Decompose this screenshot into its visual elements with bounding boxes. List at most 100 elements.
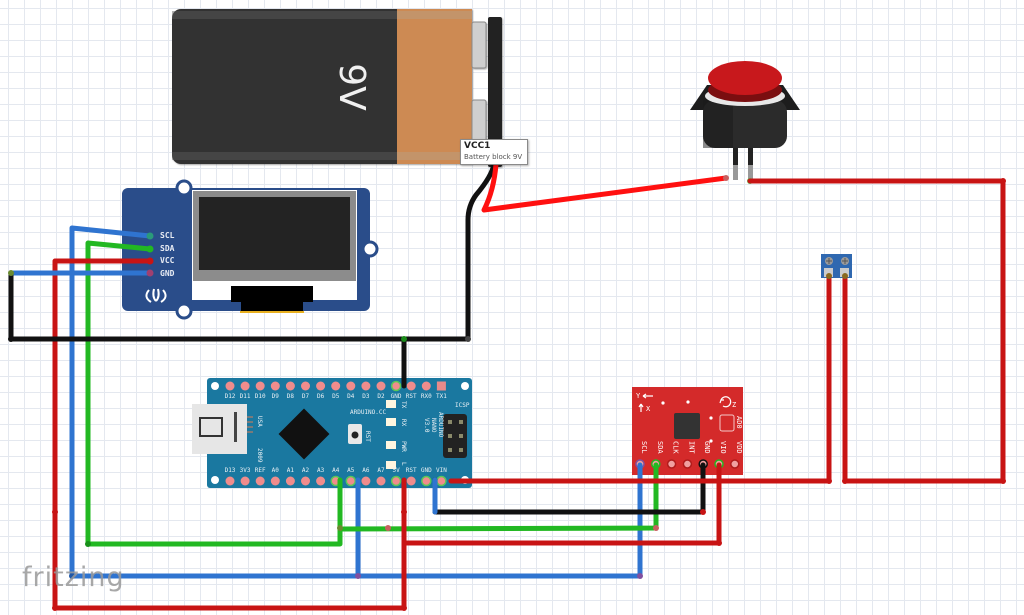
axis-label-z: Z [732, 401, 736, 409]
led-label-pwr: PWR [400, 441, 407, 452]
bottom-pin-a7[interactable] [376, 476, 386, 486]
tooltip-subtitle: Battery block 9V [464, 153, 523, 161]
top-pin-label: D5 [332, 393, 340, 400]
battery-9v[interactable]: 9V [172, 9, 502, 167]
battery-terminal-pos[interactable] [471, 21, 487, 69]
led-label-l: L [400, 462, 407, 466]
usb-connector [192, 404, 247, 454]
bottom-pin-a2[interactable] [301, 476, 310, 486]
top-pin-label: D3 [362, 393, 370, 400]
bottom-pin-3v3[interactable] [240, 476, 250, 486]
gyro-pin-label: VIO [719, 441, 727, 454]
bottom-pin-d13[interactable] [225, 476, 235, 486]
battery-label: 9V [331, 63, 372, 111]
top-pin-label: TX1 [436, 393, 447, 400]
top-pin-label: D11 [240, 393, 251, 400]
icsp-header [443, 414, 467, 458]
top-pin-rx0[interactable] [421, 381, 431, 391]
screw-terminal[interactable] [821, 254, 852, 278]
bottom-pin-ref[interactable] [255, 476, 265, 486]
usb-label: USA [256, 416, 263, 427]
bottom-pin-label: D13 [225, 467, 236, 474]
terminal-pin-2[interactable] [842, 273, 848, 279]
gyro-pin-clk[interactable] [666, 459, 677, 469]
wire-battery-negative[interactable] [465, 161, 497, 342]
oled-pin-label-vcc: VCC [160, 256, 175, 265]
top-pin-label: RX0 [421, 393, 432, 400]
bottom-pin-a1[interactable] [285, 476, 295, 486]
bottom-pin-a6[interactable] [361, 476, 371, 486]
tooltip-title: VCC1 [464, 141, 491, 151]
axis-arrows-icon [638, 393, 732, 412]
oled-screen [199, 197, 350, 270]
button-pin-1[interactable] [723, 175, 729, 181]
bottom-pin-5v[interactable] [390, 475, 402, 487]
icsp-label: ICSP [455, 402, 470, 409]
oled-display[interactable]: SCL SDA VCC GND [122, 179, 379, 320]
oled-pin-dots [146, 232, 154, 277]
year-label: 2009 [256, 448, 263, 463]
push-button[interactable] [690, 61, 800, 184]
gyro-pin-int[interactable] [682, 459, 693, 469]
grove-logo-icon [145, 288, 167, 303]
top-pin-label: GND [391, 393, 402, 400]
oled-pin-sda[interactable] [146, 245, 154, 253]
top-pin-d11[interactable] [240, 381, 250, 391]
top-pin-rst[interactable] [406, 381, 416, 391]
oled-pin-gnd[interactable] [146, 269, 154, 277]
wire-battery-positive[interactable] [481, 161, 729, 213]
bottom-pin-a3[interactable] [316, 476, 326, 486]
oled-pin-labels: SCL SDA VCC GND [160, 231, 175, 278]
bottom-pin-vin[interactable] [436, 475, 447, 487]
axis-label-x: X [646, 405, 651, 413]
battery-terminal-neg[interactable] [471, 99, 487, 143]
gyro-pin-vdd[interactable] [730, 459, 740, 469]
bottom-pin-label: A0 [272, 467, 280, 474]
bottom-pin-gnd[interactable] [421, 475, 432, 487]
top-pin-d10[interactable] [255, 381, 265, 391]
top-pin-d9[interactable] [270, 381, 280, 391]
bottom-pin-rst[interactable] [406, 476, 416, 486]
top-pin-d7[interactable] [301, 381, 310, 391]
top-pin-label: RST [406, 393, 417, 400]
bottom-pin-label: A4 [332, 467, 340, 474]
oled-pin-scl[interactable] [146, 232, 154, 240]
bottom-pin-label: 5V [392, 467, 400, 474]
model-line-1: ARDUINO [437, 412, 444, 438]
gyro-pin-label: GND [703, 441, 711, 454]
top-pin-d4[interactable] [346, 381, 356, 391]
bottom-pin-label: A3 [317, 467, 325, 474]
top-pin-label: D8 [287, 393, 295, 400]
bottom-pin-a5[interactable] [345, 475, 357, 487]
wire-bendpoints [8, 178, 1006, 611]
top-pin-gnd[interactable] [390, 380, 402, 392]
wire-oled-vcc[interactable] [52, 258, 407, 611]
bottom-pin-a0[interactable] [270, 476, 280, 486]
top-pin-label: D10 [255, 393, 266, 400]
oled-pin-label-sda: SDA [160, 244, 175, 253]
button-cap[interactable] [708, 61, 782, 95]
oled-pin-vcc[interactable] [146, 257, 154, 265]
part-tooltip: VCC1 Battery block 9V [460, 139, 528, 165]
top-pin-d5[interactable] [331, 381, 341, 391]
gyro-pin-label: SDA [656, 441, 664, 454]
bottom-pin-label: A2 [302, 467, 310, 474]
wire-terminal-button[interactable] [747, 178, 1006, 484]
model-line-3: V3.0 [423, 418, 430, 433]
top-pin-tx1[interactable] [436, 381, 446, 391]
gyro-chip [674, 413, 700, 439]
top-pin-d12[interactable] [225, 381, 235, 391]
top-pin-d8[interactable] [285, 381, 295, 391]
top-pin-d3[interactable] [361, 381, 371, 391]
gyro-pin-label: SCL [640, 441, 648, 454]
axis-label-y: Y [636, 392, 641, 400]
arduino-nano[interactable]: ARDUINO.CC ICSP USA 2009 RST TX RX PWR L… [192, 378, 472, 488]
terminal-pin-1[interactable] [826, 273, 832, 279]
top-pin-d2[interactable] [376, 381, 386, 391]
bottom-pin-label: RST [406, 467, 417, 474]
wire-oled-scl[interactable] [69, 225, 361, 579]
top-pin-d6[interactable] [316, 381, 326, 391]
